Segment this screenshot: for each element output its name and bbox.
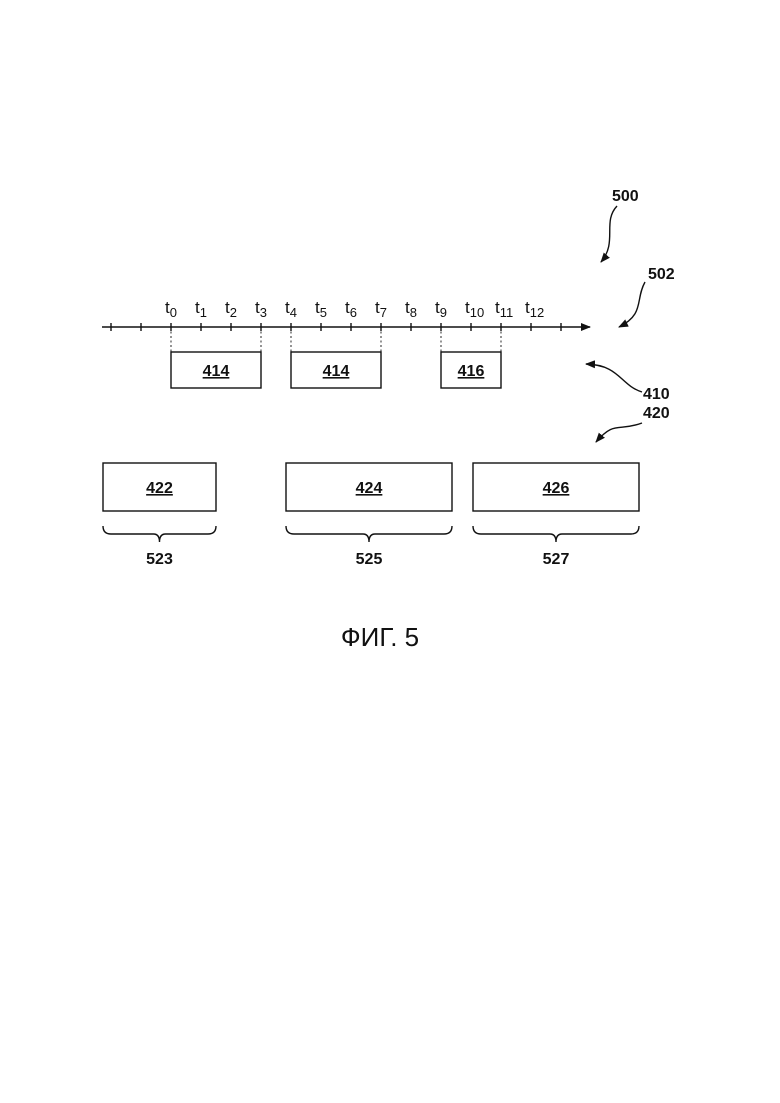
row-410-box-label: 414: [323, 363, 350, 380]
row-420-boxes: 422 523 424 525 426 527: [103, 463, 639, 568]
brace: [473, 526, 639, 542]
reference-leader-arrow-420: [596, 423, 642, 442]
row-420-label: 420: [643, 405, 670, 422]
row-410-boxes: 414 414 416: [171, 352, 501, 388]
brace: [286, 526, 452, 542]
row-410-box-label: 414: [203, 363, 230, 380]
row-420-box-label: 422: [146, 480, 173, 497]
figure-caption: ФИГ. 5: [341, 622, 419, 652]
tick-label: t3: [255, 298, 267, 320]
tick-label: t5: [315, 298, 327, 320]
tick-label: t11: [495, 298, 513, 320]
tick-label: t8: [405, 298, 417, 320]
timeline-reference-label: 502: [648, 266, 675, 283]
tick-label: t10: [465, 298, 484, 320]
timeline-guide-lines: [171, 327, 501, 352]
row-410-box-label: 416: [458, 363, 485, 380]
brace: [103, 526, 216, 542]
figure-reference-label: 500: [612, 188, 639, 205]
brace-label: 525: [356, 551, 383, 568]
reference-leader-arrow-502: [619, 282, 645, 327]
tick-label: t9: [435, 298, 447, 320]
tick-label: t2: [225, 298, 237, 320]
row-420-box-label: 426: [543, 480, 570, 497]
tick-label: t1: [195, 298, 207, 320]
reference-leader-arrow-410: [586, 364, 642, 392]
brace-label: 527: [543, 551, 570, 568]
reference-leader-arrow-500: [601, 206, 617, 262]
tick-label: t7: [375, 298, 387, 320]
tick-label: t4: [285, 298, 297, 320]
timeline-tick-labels: t0 t1 t2 t3 t4 t5 t6 t7 t8 t9 t10 t11 t12: [165, 298, 544, 320]
tick-label: t12: [525, 298, 544, 320]
row-420-box-label: 424: [356, 480, 383, 497]
tick-label: t6: [345, 298, 357, 320]
tick-label: t0: [165, 298, 177, 320]
row-410-label: 410: [643, 386, 670, 403]
brace-label: 523: [146, 551, 173, 568]
